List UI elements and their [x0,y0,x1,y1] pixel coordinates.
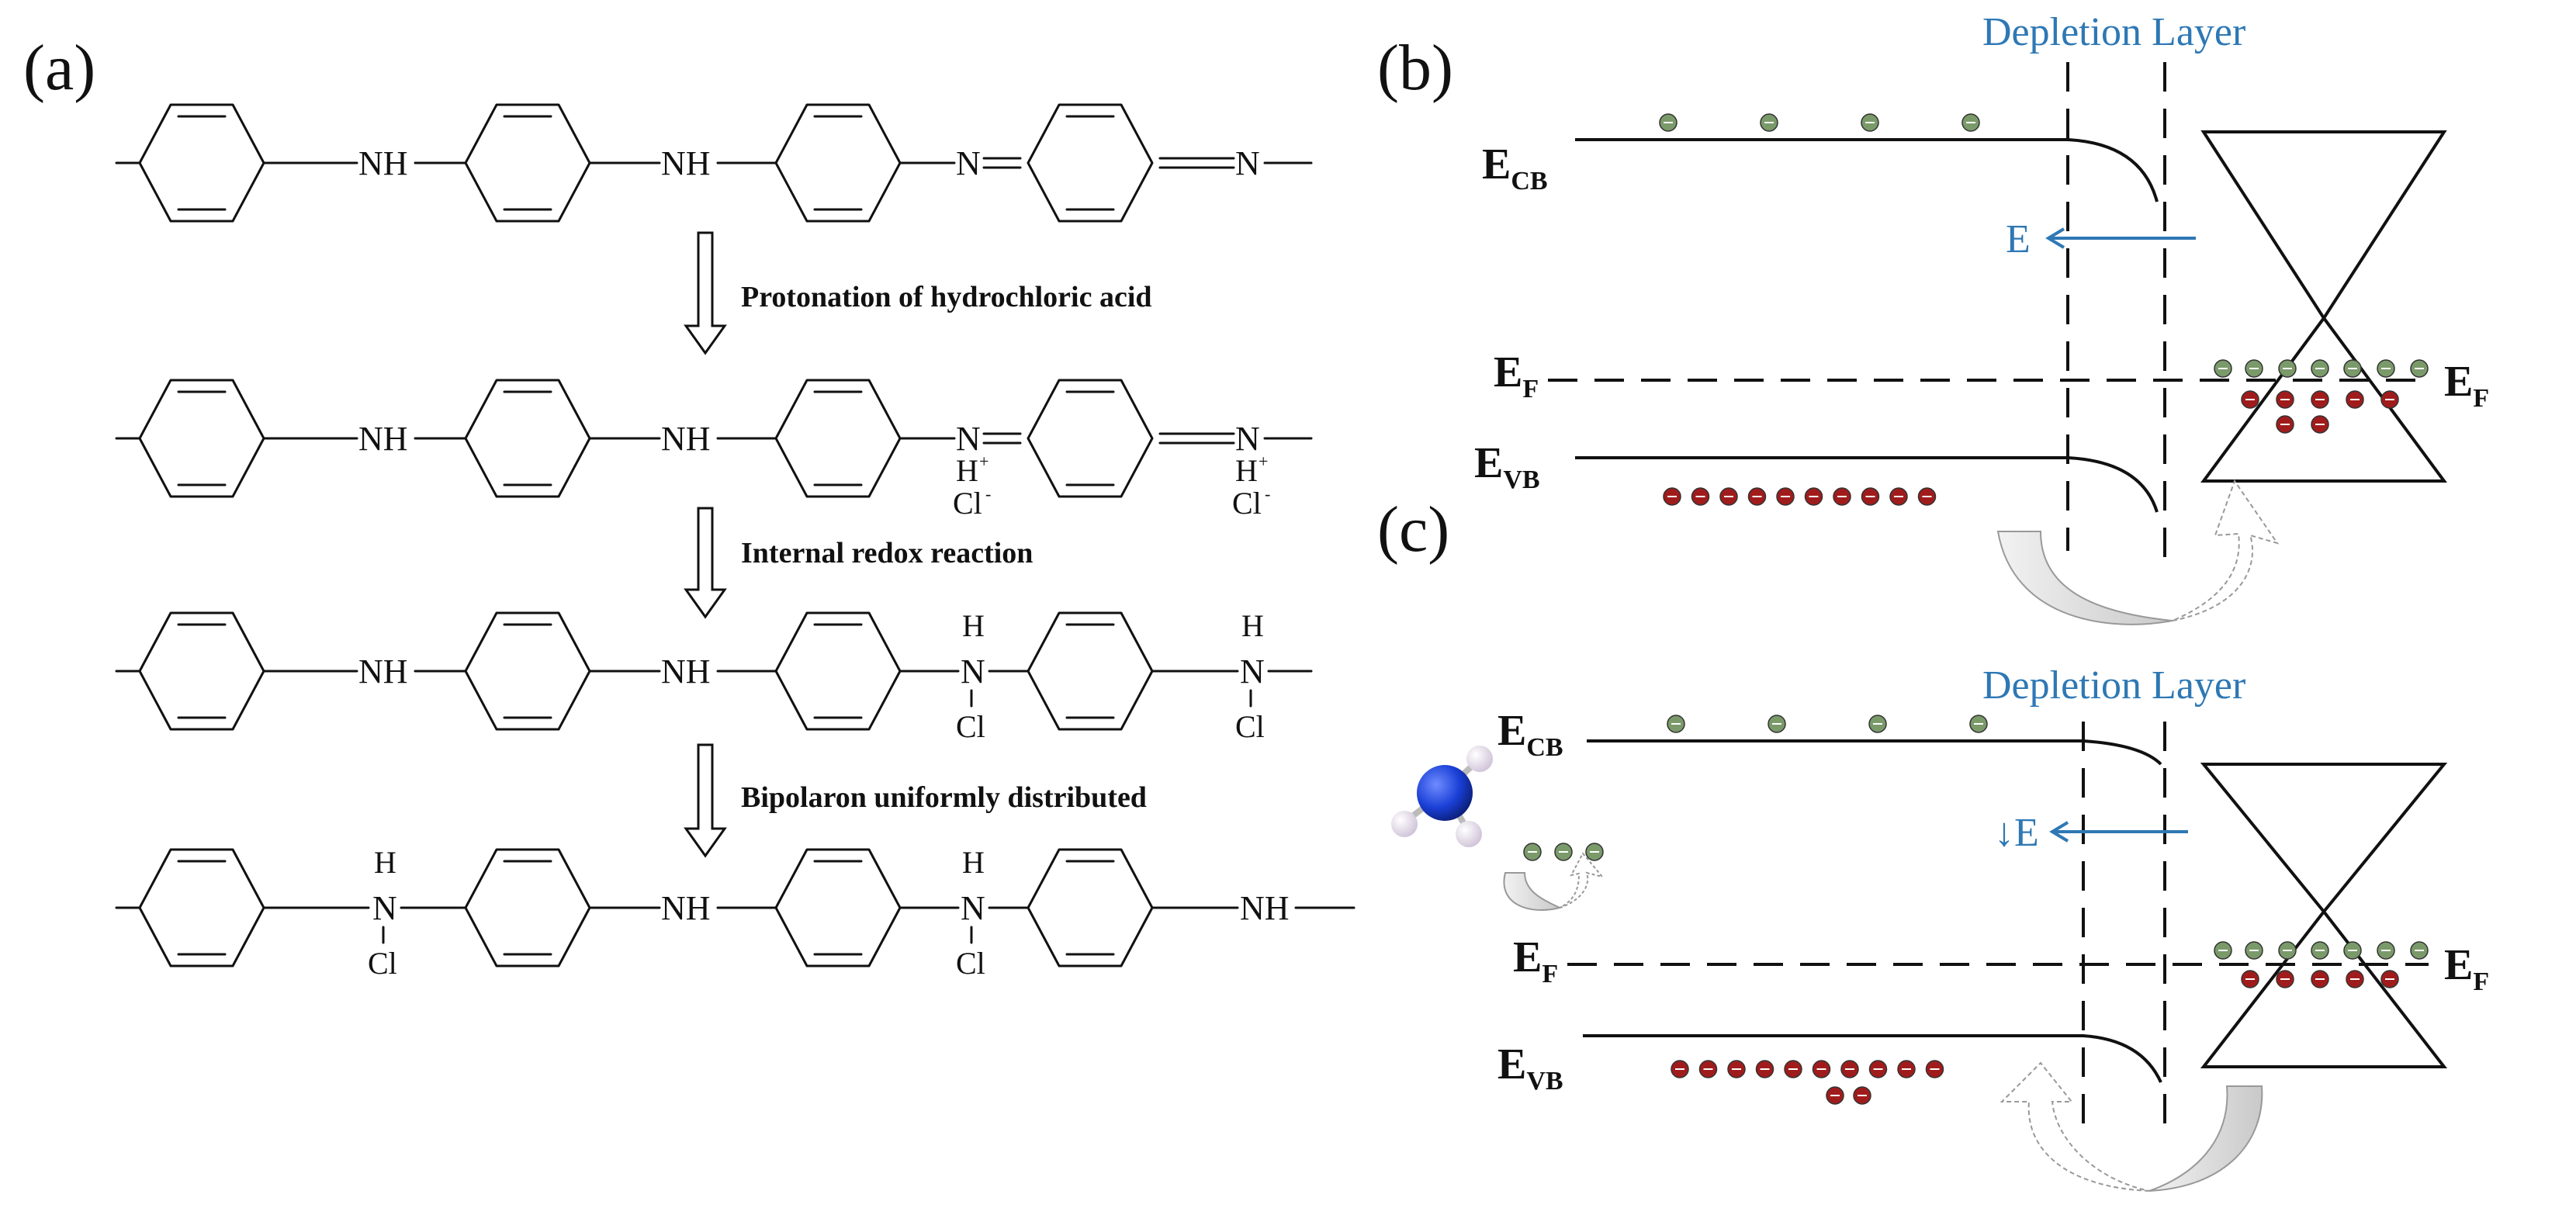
svg-text:H: H [374,845,396,880]
svg-text:H: H [956,453,978,488]
svg-text:+: + [1259,452,1268,471]
svg-text:NH: NH [661,420,711,458]
svg-text:NH: NH [358,144,408,182]
transfer-arrow-b-right [2172,479,2280,621]
valence-band-b [1575,456,2159,513]
conduction-band-b [1575,138,2159,202]
step-arrow-1: Protonation of hydrochloric acid [684,231,1152,355]
ammonia-molecule-icon [1391,746,1493,847]
svg-text:Cl: Cl [1235,709,1265,744]
svg-text:N: N [961,652,985,691]
svg-text:NH: NH [358,652,408,691]
svg-text:H: H [1235,453,1258,488]
svg-text:N: N [1235,144,1260,182]
svg-text:Cl: Cl [368,946,397,981]
conduction-band-c [1587,739,2162,766]
depletion-layer-label-c: Depletion Layer [1982,663,2245,708]
structure-row-2: NH NH N H + Cl - N H + Cl - [115,379,1313,521]
svg-text:N: N [1235,420,1260,458]
svg-text:NH: NH [1240,889,1290,927]
structure-row-4: H N Cl NH H N Cl NH [115,845,1356,981]
svg-text:N: N [1240,652,1265,691]
ef-label-right-c: EF [2444,941,2489,996]
dirac-cone-b [2200,130,2447,483]
panel-label-a: (a) [23,32,95,104]
small-transfer-arrow-c-2 [1559,852,1605,909]
transfer-arrow-b-left [1996,531,2173,625]
svg-text:N: N [956,420,981,458]
evb-label-c: EVB [1497,1040,1563,1096]
valence-band-c [1583,1034,2162,1083]
structure-row-3: NH NH H N Cl H N Cl [115,608,1313,744]
evb-label-b: EVB [1474,439,1540,494]
step-arrow-3: Bipolaron uniformly distributed [684,743,1147,858]
svg-text:-: - [1265,484,1270,504]
transfer-arrow-c-left [2000,1061,2150,1192]
ef-label-b: EF [1494,348,1539,403]
svg-text:N: N [961,889,985,927]
svg-text:+: + [979,452,989,471]
ecb-label-c: ECB [1497,707,1563,762]
svg-text:-: - [985,484,991,504]
svg-text:NH: NH [661,144,711,182]
charge-carriers [1523,113,2429,1105]
field-label-c: ↓E [1994,811,2039,855]
svg-text:NH: NH [661,652,711,691]
ef-label-right-b: EF [2444,358,2489,413]
svg-text:H: H [962,608,985,643]
ecb-label-b: ECB [1482,140,1548,196]
ef-label-c: EF [1513,933,1558,988]
svg-text:NH: NH [358,420,408,458]
svg-text:N: N [956,144,981,182]
step-label-3: Bipolaron uniformly distributed [741,781,1147,814]
svg-text:Cl: Cl [953,486,982,521]
panel-label-b: (b) [1377,32,1453,104]
field-label-b: E [2006,217,2031,261]
svg-text:NH: NH [661,889,711,927]
dirac-cone-c [2200,763,2448,1068]
step-label-2: Internal redox reaction [741,537,1033,569]
svg-text:Cl: Cl [1232,486,1262,521]
depletion-layer-label-b: Depletion Layer [1982,10,2245,54]
svg-text:N: N [372,889,397,927]
svg-text:H: H [962,845,985,880]
panel-label-c: (c) [1377,493,1449,566]
small-transfer-arrow-c [1503,872,1562,911]
structure-row-1: NH NH N N [115,103,1313,223]
step-arrow-2: Internal redox reaction [684,507,1033,619]
svg-text:Cl: Cl [956,946,985,981]
step-label-1: Protonation of hydrochloric acid [741,281,1152,313]
svg-text:H: H [1241,608,1264,643]
svg-text:Cl: Cl [956,709,985,744]
transfer-arrow-c-right [2148,1085,2263,1192]
